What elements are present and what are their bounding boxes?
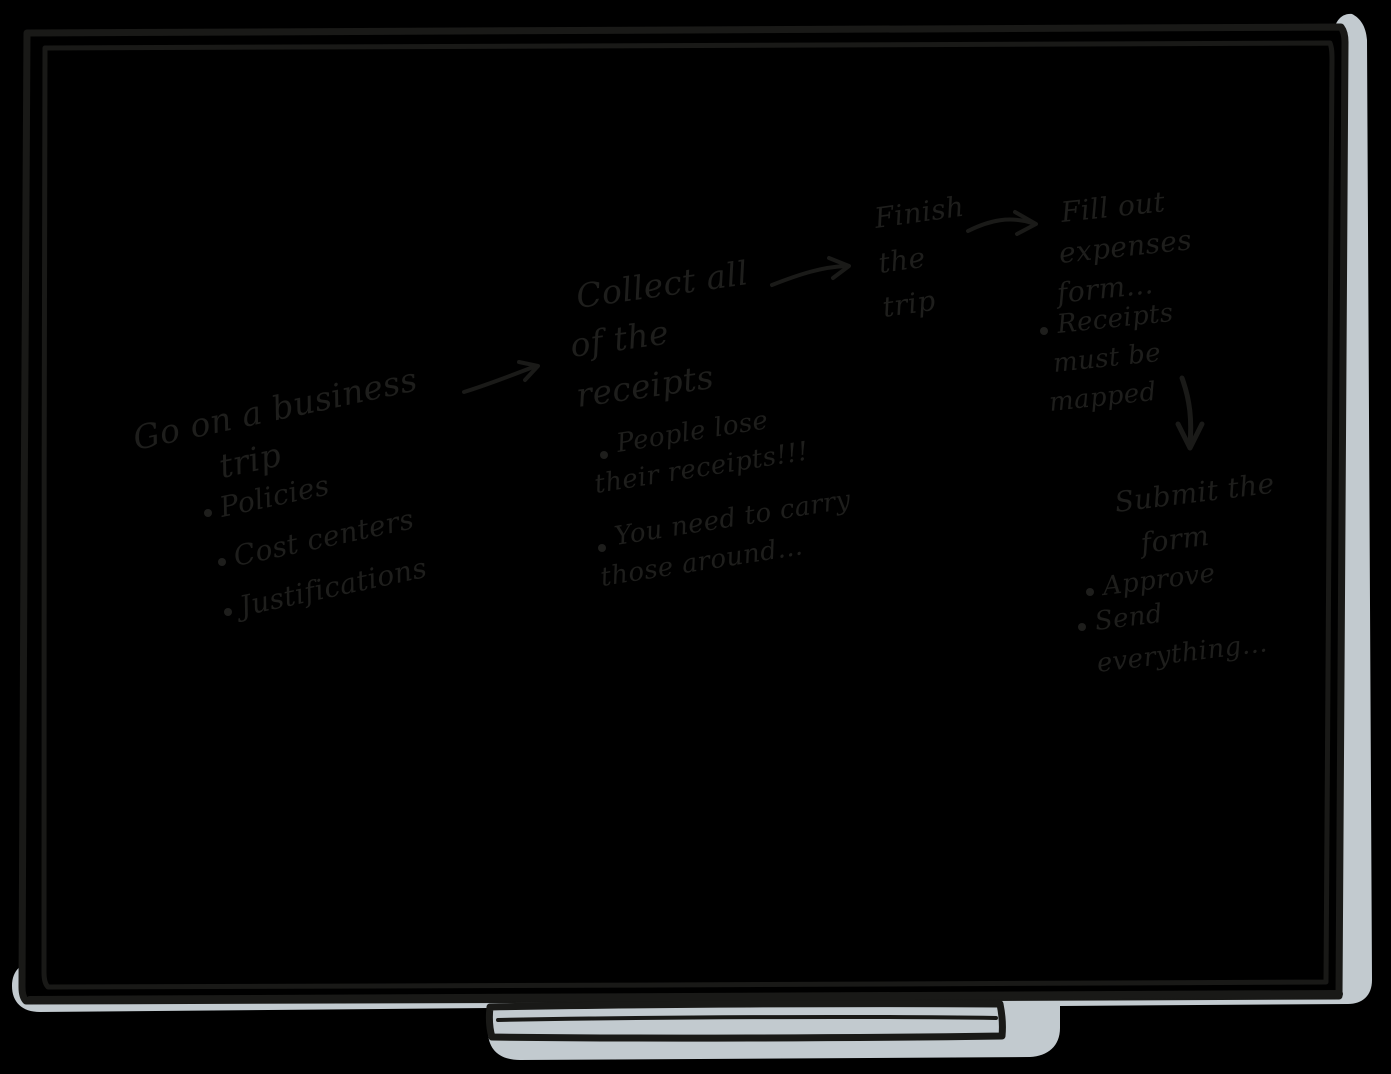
board-frame — [18, 23, 1349, 1005]
arrow-receipts-to-finish — [770, 256, 851, 287]
note-heading-line: the — [876, 241, 927, 280]
arrow-finish-to-form — [966, 210, 1038, 236]
arrow-form-to-submit — [1175, 375, 1205, 451]
bullet-dot-icon — [1078, 623, 1086, 631]
bullet-dot-icon — [598, 544, 606, 552]
bullet-dot-icon — [218, 558, 226, 566]
bullet-dot-icon — [1086, 588, 1094, 596]
bullet-dot-icon — [224, 608, 232, 616]
bullet-dot-icon — [204, 509, 212, 517]
board-stand — [485, 1000, 1006, 1042]
bullet-dot-icon — [1040, 327, 1048, 335]
note-heading-line: trip — [880, 284, 937, 324]
board-panel — [24, 28, 1342, 1000]
arrow-trip-to-receipts — [462, 360, 540, 394]
bullet-dot-icon — [600, 451, 608, 459]
